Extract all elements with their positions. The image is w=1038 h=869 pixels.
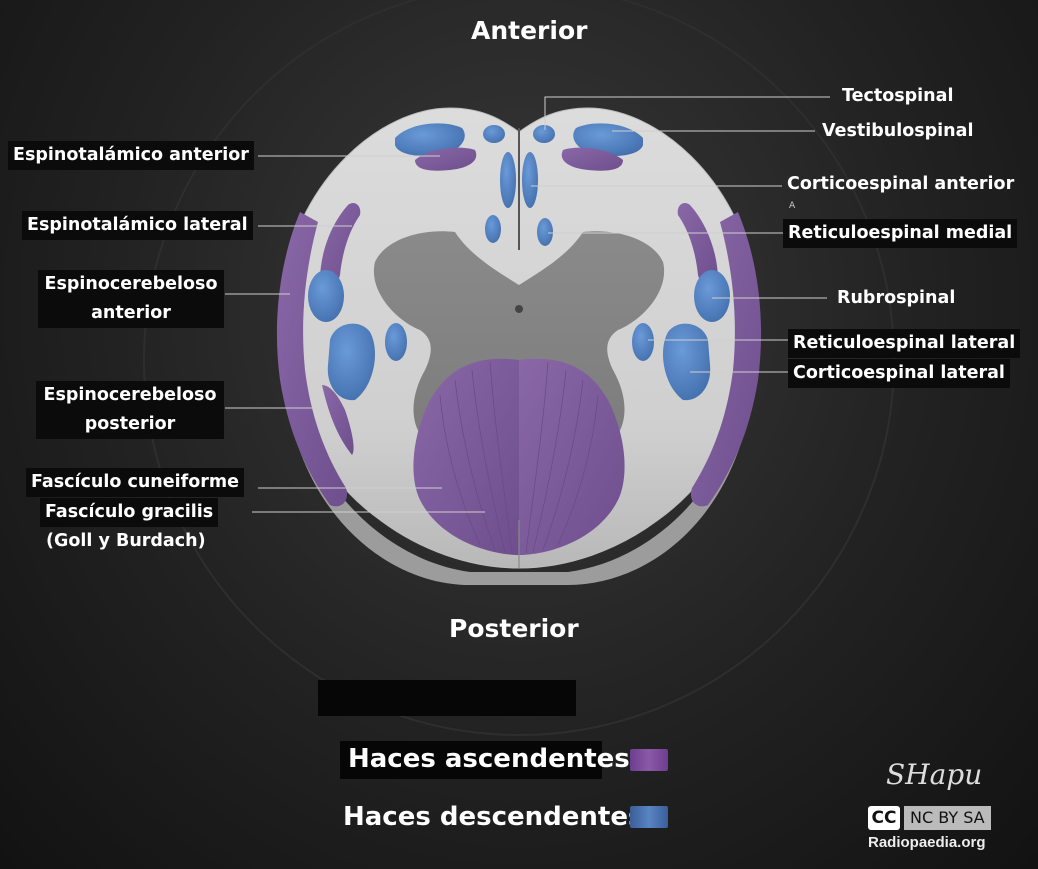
tectospinal-left [483,125,505,143]
label-espinocerebeloso-anterior: Espinocerebeloso anterior [38,270,224,328]
reticulospinal-medial-right [537,218,553,246]
legend-descendentes-label: Haces descendentes [343,802,643,832]
label-corticoespinal-lateral: Corticoespinal lateral [788,359,1010,388]
label-espinocerebeloso-anterior-line2: anterior [43,299,219,328]
label-espinocerebeloso-anterior-line1: Espinocerebeloso [43,270,219,299]
tectospinal-right [533,125,555,143]
label-reticuloespinal-lateral: Reticuloespinal lateral [788,329,1020,358]
legend-ascendentes-label: Haces ascendentes [348,744,630,774]
label-fasciculo-gracilis: Fascículo gracilis [40,498,218,527]
label-corticoespinal-anterior: Corticoespinal anterior [787,170,1014,199]
label-reticuloespinal-medial: Reticuloespinal medial [783,219,1017,248]
license-badge[interactable]: CC NC BY SA [868,806,991,830]
license-text: NC BY SA [904,806,991,830]
reticulospinal-lateral-right [632,323,654,361]
posterior-heading: Posterior [449,614,579,643]
label-goll-burdach: (Goll y Burdach) [46,527,206,556]
label-tectospinal: Tectospinal [842,82,953,111]
legend-descendentes-swatch [630,806,668,828]
radiopaedia-credit[interactable]: Radiopaedia.org [868,834,986,851]
rubrospinal-right [694,270,730,322]
rubrospinal-left [308,270,344,322]
label-espinotalamico-lateral: Espinotalámico lateral [22,211,253,240]
label-rubrospinal: Rubrospinal [837,284,955,313]
label-espinotalamico-anterior: Espinotalámico anterior [8,141,254,170]
label-espinocerebeloso-posterior-line2: posterior [41,410,219,439]
central-canal [515,305,523,313]
label-espinocerebeloso-posterior-line1: Espinocerebeloso [41,381,219,410]
corticospinal-anterior-left [500,152,516,208]
cc-logo: CC [868,806,900,830]
label-vestibulospinal: Vestibulospinal [822,117,973,146]
reticulospinal-medial-left [485,215,501,243]
label-corticoespinal-anterior-sub: A [789,201,795,211]
reticulospinal-lateral-left [385,323,407,361]
redaction-bar [318,680,576,716]
corticospinal-anterior-right [522,152,538,208]
author-signature: SHapu [886,758,982,791]
label-espinocerebeloso-posterior: Espinocerebeloso posterior [36,381,224,439]
legend-ascendentes-swatch [630,749,668,771]
anterior-heading: Anterior [471,16,587,45]
label-fasciculo-cuneiforme: Fascículo cuneiforme [26,468,244,497]
